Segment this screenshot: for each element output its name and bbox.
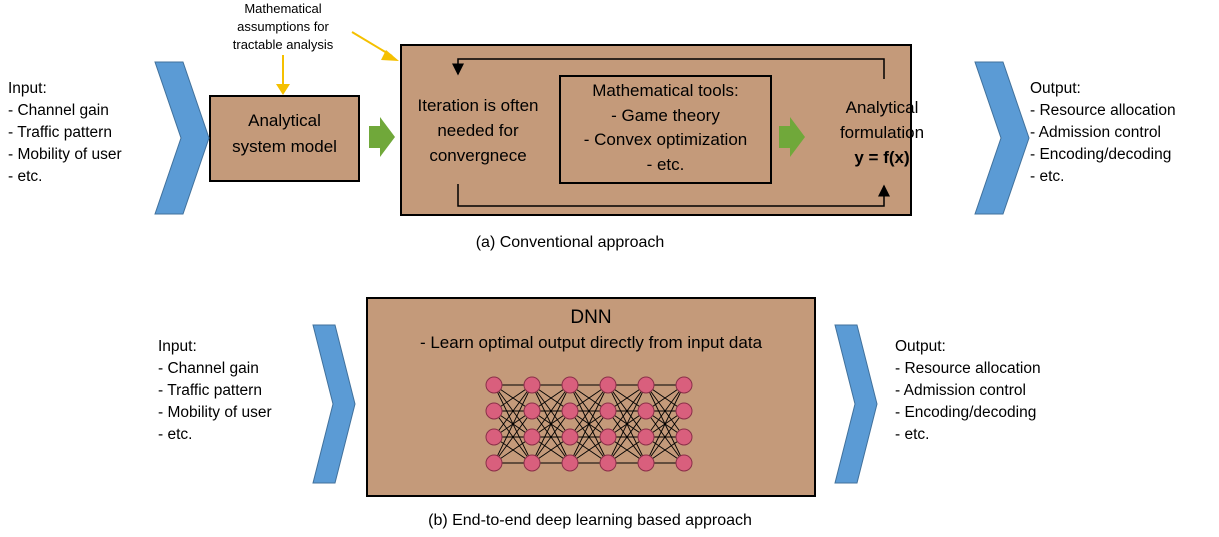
output-item: - Admission control [1030, 124, 1161, 141]
nn-connection [607, 410, 647, 464]
nn-node [523, 454, 541, 472]
analytical-system-model-box [209, 95, 360, 182]
input-item: - Traffic pattern [158, 382, 262, 399]
output-item: - Encoding/decoding [895, 404, 1037, 421]
nn-connection [531, 410, 571, 464]
dnn-input-list: Input: - Channel gain - Traffic pattern … [158, 336, 272, 446]
nn-connection [493, 410, 533, 464]
dnn-description: - Learn optimal output directly from inp… [419, 333, 763, 352]
nn-node [599, 454, 617, 472]
mathematical-tools-box [559, 75, 772, 184]
nn-node [561, 428, 579, 446]
nn-connection [645, 384, 685, 438]
nn-node [523, 376, 541, 394]
nn-node [485, 454, 503, 472]
nn-connection [531, 384, 571, 438]
nn-connection [645, 410, 685, 464]
assumption-note: Mathematical assumptions for tractable a… [232, 1, 334, 52]
nn-connection [607, 384, 647, 438]
nn-node [485, 376, 503, 394]
input-item: - etc. [8, 168, 43, 185]
nn-connection [493, 384, 533, 464]
nn-node [485, 428, 503, 446]
conventional-caption: (a) Conventional approach [475, 234, 665, 251]
analytical-system-model-label: Analytical system model [232, 111, 337, 156]
dnn-output-list: Output: - Resource allocation - Admissio… [895, 336, 1041, 446]
output-chevron-icon [974, 61, 1030, 215]
input-item: - Mobility of user [8, 146, 122, 163]
output-item: - Admission control [895, 382, 1026, 399]
nn-node [675, 454, 693, 472]
iteration-loop-bottom-icon [457, 184, 890, 207]
nn-node [523, 428, 541, 446]
output-item: - etc. [895, 426, 930, 443]
dnn-title: DNN [570, 307, 612, 328]
nn-connection [607, 384, 647, 464]
analytical-formulation-label: Analytical formulation y = f(x) [812, 95, 952, 170]
nn-node [675, 428, 693, 446]
neural-network-icon [485, 376, 693, 472]
nn-node [637, 376, 655, 394]
nn-node [561, 402, 579, 420]
input-chevron-icon [154, 61, 210, 215]
conventional-output-list: Output: - Resource allocation - Admissio… [1030, 78, 1176, 188]
nn-node [599, 428, 617, 446]
mathematical-tools-list: Mathematical tools: - Game theory - Conv… [583, 81, 748, 174]
nn-connection [493, 384, 533, 438]
iteration-note: Iteration is often needed for convergnec… [417, 96, 539, 165]
input-item: - Channel gain [8, 102, 109, 119]
nn-node [485, 402, 503, 420]
nn-node [675, 376, 693, 394]
analysis-process-box [400, 44, 912, 216]
output-title: Output: [1030, 80, 1081, 97]
input-item: - Mobility of user [158, 404, 272, 421]
formulation-equation: y = f(x) [854, 148, 910, 167]
dnn-input-chevron-icon [312, 324, 356, 484]
nn-node [637, 402, 655, 420]
dnn-output-chevron-icon [834, 324, 878, 484]
nn-node [561, 454, 579, 472]
nn-node [637, 428, 655, 446]
nn-node [599, 376, 617, 394]
output-item: - Encoding/decoding [1030, 146, 1172, 163]
input-item: - Traffic pattern [8, 124, 112, 141]
nn-node [637, 454, 655, 472]
input-title: Input: [8, 80, 47, 97]
nn-connection [645, 384, 685, 464]
output-item: - etc. [1030, 168, 1065, 185]
tools-to-formulation-arrow-icon [779, 117, 805, 157]
nn-node [523, 402, 541, 420]
conventional-input-list: Input: - Channel gain - Traffic pattern … [8, 78, 122, 188]
input-item: - etc. [158, 426, 193, 443]
input-title: Input: [158, 338, 197, 355]
output-item: - Resource allocation [1030, 102, 1176, 119]
nn-node [599, 402, 617, 420]
output-title: Output: [895, 338, 946, 355]
dnn-caption: (b) End-to-end deep learning based appro… [428, 512, 752, 529]
nn-connection [569, 384, 609, 438]
nn-connection [531, 384, 571, 464]
nn-connection [569, 410, 609, 464]
nn-node [675, 402, 693, 420]
assumption-arrow-down-head-icon [276, 84, 290, 95]
nn-node [561, 376, 579, 394]
nn-connection [569, 384, 609, 464]
iteration-loop-top-icon [452, 58, 885, 79]
input-item: - Channel gain [158, 360, 259, 377]
output-item: - Resource allocation [895, 360, 1041, 377]
assumption-arrow-diagonal-head-icon [381, 50, 399, 61]
model-to-process-arrow-icon [369, 117, 395, 157]
